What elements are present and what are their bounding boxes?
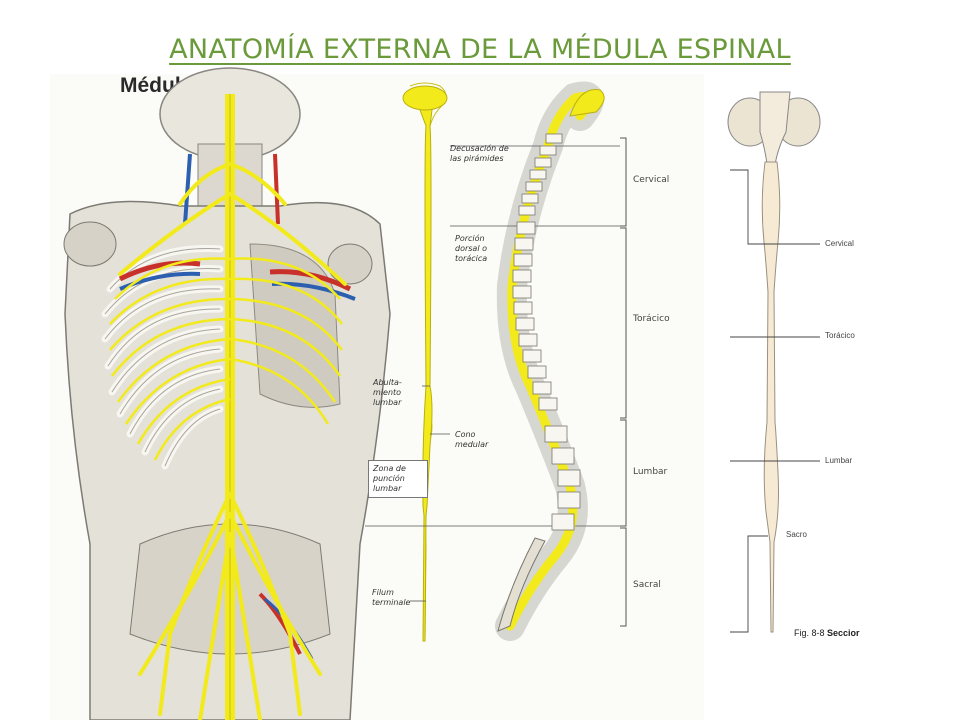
section-region-lumbar: Lumbar: [825, 456, 853, 465]
label-filum-terminale: Filum terminale: [372, 588, 411, 607]
figure-caption: Fig. 8-8 Seccior: [794, 628, 860, 638]
label-decussation: Decusación de las pirámides: [450, 144, 509, 163]
torso-illustration: [63, 67, 391, 720]
slide-title[interactable]: ANATOMÍA EXTERNA DE LA MÉDULA ESPINAL: [169, 34, 791, 65]
region-sacral: Sacral: [633, 580, 661, 590]
label-puncture-zone: Zona de punción lumbar: [368, 460, 428, 498]
label-conus: Cono medular: [455, 430, 489, 449]
section-region-cervical: Cervical: [825, 239, 854, 248]
figure-caption-prefix: Fig. 8-8: [794, 628, 825, 638]
region-thoracic: Torácico: [633, 314, 670, 324]
figure-caption-bold: Seccior: [827, 628, 860, 638]
section-region-sacral: Sacro: [786, 530, 807, 539]
label-lumbar-enlargement: Abulta- miento lumbar: [373, 378, 402, 407]
label-dorsal-portion: Porción dorsal o torácica: [455, 234, 488, 263]
section-illustration: [727, 91, 821, 633]
region-lumbar: Lumbar: [633, 467, 668, 477]
column-illustration: [365, 81, 627, 642]
section-region-thoracic: Torácico: [825, 331, 855, 340]
region-cervical: Cervical: [633, 175, 670, 185]
